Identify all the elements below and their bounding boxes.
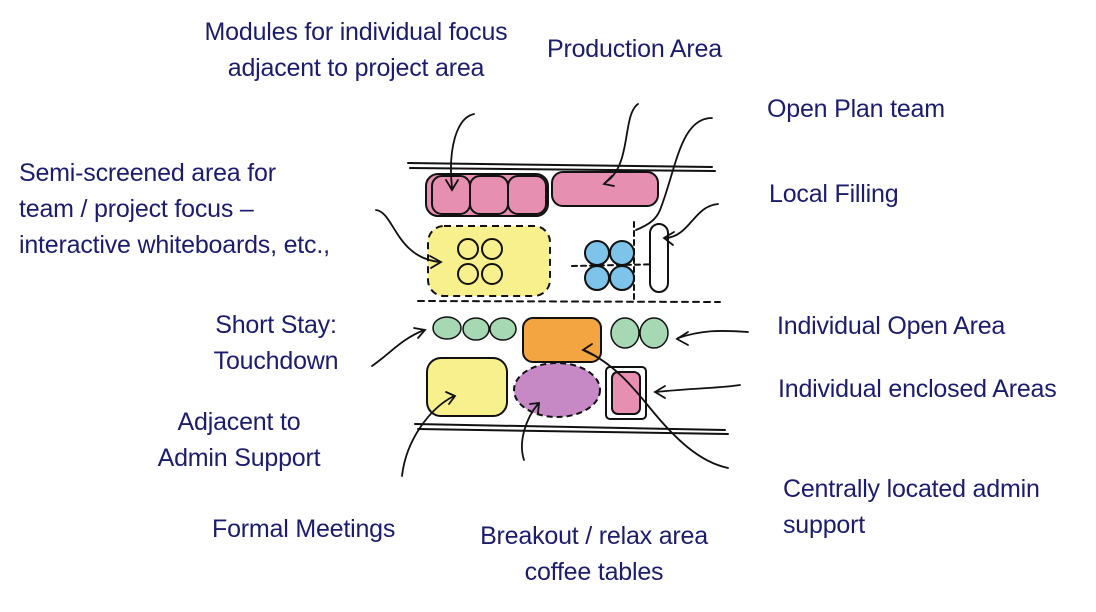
label-production-text: Production Area xyxy=(547,35,722,63)
label-formal-meetings: Formal Meetings xyxy=(212,511,395,547)
label-breakout-line1: Breakout / relax area xyxy=(480,522,708,550)
label-individual-enclosed-text: Individual enclosed Areas xyxy=(778,375,1057,403)
production-area-shape xyxy=(551,171,659,207)
admin-support-shape xyxy=(522,317,602,363)
label-semi-screened-line2: team / project focus – xyxy=(19,195,254,223)
label-semi-screened-line3: interactive whiteboards, etc., xyxy=(19,231,330,259)
label-central-admin: Centrally located admin support xyxy=(783,471,1040,543)
label-modules-line2: adjacent to project area xyxy=(227,54,485,82)
label-open-plan-text: Open Plan team xyxy=(767,95,945,123)
label-central-admin-line2: support xyxy=(783,511,865,539)
label-local-filling: Local Filling xyxy=(769,176,899,212)
label-modules-line1: Modules for individual focus xyxy=(204,18,508,46)
label-formal-meetings-text: Formal Meetings xyxy=(212,515,396,543)
bottom-wall xyxy=(414,423,729,435)
pointer-lines xyxy=(371,103,749,477)
label-adjacent-admin-line1: Adjacent to xyxy=(177,408,301,436)
label-adjacent-admin: Adjacent to Admin Support xyxy=(146,404,332,476)
label-short-stay: Short Stay: Touchdown xyxy=(196,307,356,379)
label-adjacent-admin-line2: Admin Support xyxy=(157,444,321,472)
label-breakout-line2: coffee tables xyxy=(524,558,664,586)
corridor-line xyxy=(417,300,721,303)
label-short-stay-line2: Touchdown xyxy=(213,347,339,375)
label-semi-screened: Semi-screened area for team / project fo… xyxy=(19,155,330,263)
label-breakout: Breakout / relax area coffee tables xyxy=(466,518,722,590)
pink-modules xyxy=(425,173,549,217)
label-open-plan: Open Plan team xyxy=(767,91,945,127)
formal-meetings-shape xyxy=(426,357,508,417)
open-plan-cluster xyxy=(584,240,635,291)
label-central-admin-line1: Centrally located admin xyxy=(783,475,1040,503)
label-semi-screened-line1: Semi-screened area for xyxy=(19,159,276,187)
enclosed-areas xyxy=(605,366,647,420)
local-filling-shape xyxy=(649,223,669,293)
touchdown-modules xyxy=(432,316,669,349)
label-individual-enclosed: Individual enclosed Areas xyxy=(778,371,1057,407)
label-individual-open: Individual Open Area xyxy=(777,308,1005,344)
label-production: Production Area xyxy=(547,31,722,67)
top-wall xyxy=(407,162,716,172)
semi-screened-area xyxy=(427,225,551,297)
label-short-stay-line1: Short Stay: xyxy=(215,311,337,339)
breakout-shape xyxy=(513,362,601,418)
label-local-filling-text: Local Filling xyxy=(769,180,899,208)
label-individual-open-text: Individual Open Area xyxy=(777,312,1006,340)
label-modules: Modules for individual focus adjacent to… xyxy=(186,14,526,86)
